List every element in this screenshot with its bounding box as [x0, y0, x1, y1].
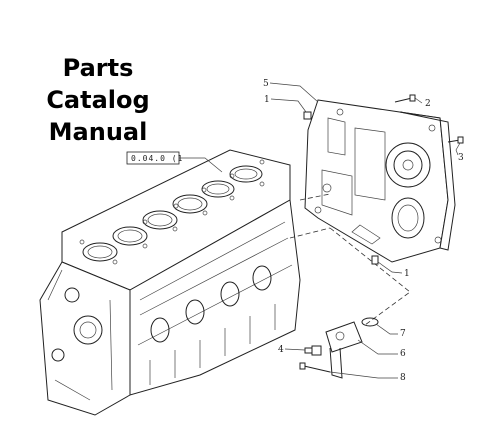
gear-housing	[304, 99, 456, 263]
callout-6: 6	[357, 339, 406, 359]
callout-label-1-lower: 1	[404, 269, 410, 279]
callout-label-7: 7	[400, 329, 406, 339]
callout-1-lower: 1	[377, 261, 410, 279]
callout-label-8: 8	[400, 373, 406, 383]
callout-1-upper: 1	[264, 95, 307, 113]
reference-box-label: 0.04.0 (1	[131, 154, 183, 163]
callout-label-5: 5	[263, 79, 269, 89]
title-line-1: Parts Catalog	[46, 54, 150, 114]
screw-8	[299, 362, 331, 373]
plug-4	[304, 345, 322, 356]
callout-label-3: 3	[458, 153, 464, 163]
engine-block	[39, 149, 301, 416]
bolt-2	[394, 94, 416, 103]
title-line-2: Manual	[48, 118, 148, 146]
dowel-1-lower	[371, 255, 379, 265]
flange-fitting-6	[325, 321, 363, 379]
callout-7: 7	[375, 323, 406, 339]
callout-8: 8	[329, 371, 406, 383]
page-title: Parts Catalog Manual	[8, 52, 188, 148]
callout-4: 4	[278, 345, 306, 355]
nut-1	[303, 111, 312, 120]
callout-label-4: 4	[278, 345, 284, 355]
callout-3: 3	[455, 142, 464, 163]
callout-5: 5	[263, 79, 319, 103]
o-ring-7	[361, 317, 379, 327]
callout-2: 2	[414, 97, 431, 109]
reference-box: 0.04.0 (1	[126, 151, 223, 173]
callout-label-1-upper: 1	[264, 95, 270, 105]
bolt-3	[447, 136, 464, 144]
callout-label-6: 6	[400, 349, 406, 359]
callout-label-2: 2	[425, 99, 431, 109]
